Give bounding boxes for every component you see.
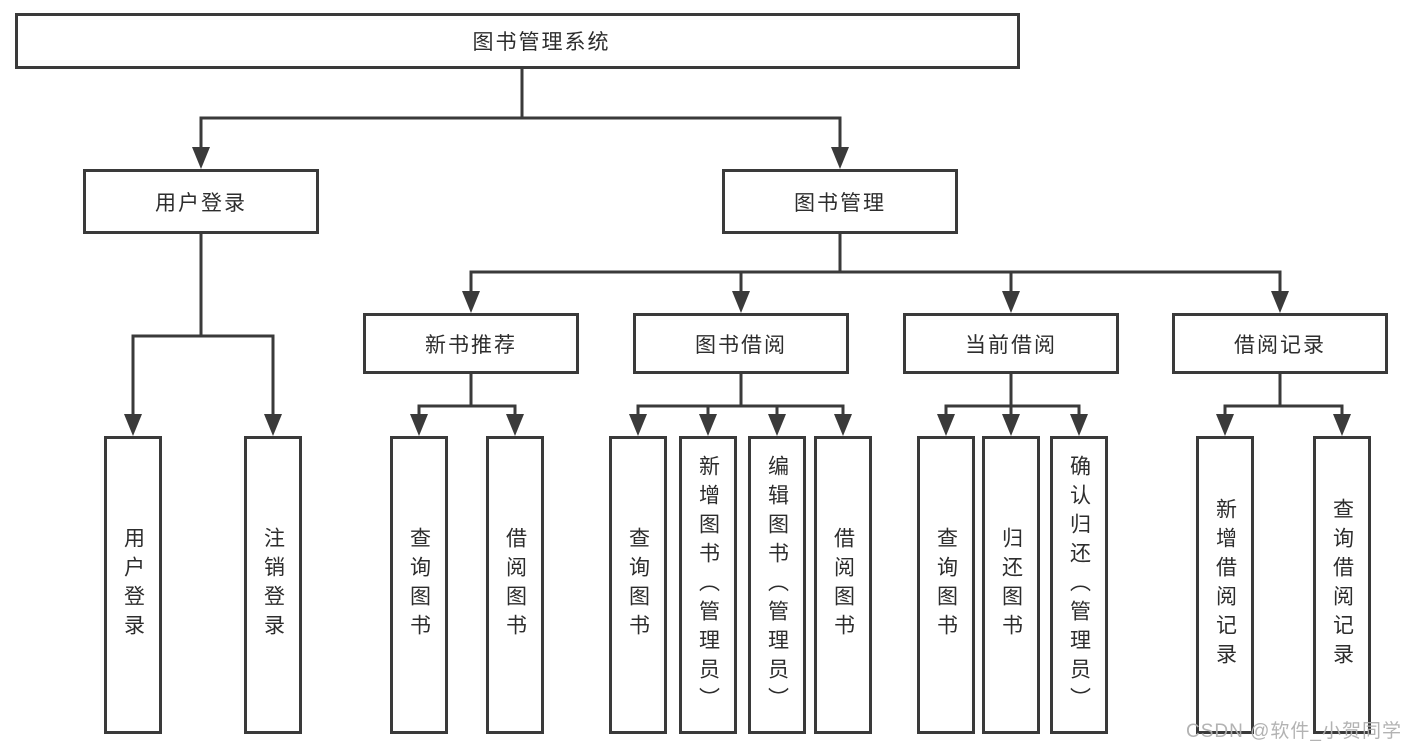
leaf-query-books-current-label: 查询图书 (934, 527, 958, 643)
leaf-add-borrow-record: 新增借阅记录 (1196, 436, 1254, 734)
node-current-borrow-label: 当前借阅 (965, 333, 1057, 357)
leaf-query-borrow-record: 查询借阅记录 (1313, 436, 1371, 734)
connector-root-rail (199, 116, 842, 148)
leaf-borrow-books-recommend-label: 借阅图书 (503, 527, 527, 643)
arrowhead-to-book-borrow (732, 291, 750, 313)
leaf-query-books-borrow: 查询图书 (609, 436, 667, 734)
arrowhead-recommend-borrow (506, 414, 524, 436)
arrowhead-current-query (937, 414, 955, 436)
leaf-edit-books-admin-label: 编辑图书（管理员） (765, 454, 789, 716)
node-book-borrow: 图书借阅 (633, 313, 849, 374)
leaf-borrow-books-label: 借阅图书 (831, 527, 855, 643)
arrowhead-records-query (1333, 414, 1351, 436)
node-user-login: 用户登录 (83, 169, 319, 234)
node-borrow-records-label: 借阅记录 (1234, 333, 1326, 357)
connector-recommend-rail (417, 404, 517, 418)
node-new-book-recommend-label: 新书推荐 (425, 333, 517, 357)
arrowhead-to-leaf-logout (264, 414, 282, 436)
arrowhead-current-confirm (1070, 414, 1088, 436)
arrowhead-to-user-login (192, 147, 210, 169)
connector-login-rail (131, 334, 275, 416)
node-borrow-records: 借阅记录 (1172, 313, 1388, 374)
leaf-add-books-admin: 新增图书（管理员） (679, 436, 737, 734)
leaf-query-books-recommend-label: 查询图书 (407, 527, 431, 643)
leaf-confirm-return-admin-label: 确认归还（管理员） (1067, 454, 1091, 716)
arrowhead-to-new-book-recommend (462, 291, 480, 313)
leaf-return-books: 归还图书 (982, 436, 1040, 734)
node-book-management: 图书管理 (722, 169, 958, 234)
leaf-confirm-return-admin: 确认归还（管理员） (1050, 436, 1108, 734)
leaf-query-borrow-record-label: 查询借阅记录 (1330, 498, 1354, 672)
node-root-system-label: 图书管理系统 (472, 31, 611, 54)
leaf-user-login: 用户登录 (104, 436, 162, 734)
arrowhead-to-borrow-records (1271, 291, 1289, 313)
arrowhead-current-return (1002, 414, 1020, 436)
leaf-logout-label: 注销登录 (261, 527, 285, 643)
arrowhead-to-book-management (831, 147, 849, 169)
leaf-query-books-borrow-label: 查询图书 (626, 527, 650, 643)
arrowhead-borrow-query (629, 414, 647, 436)
arrowhead-records-add (1216, 414, 1234, 436)
node-new-book-recommend: 新书推荐 (363, 313, 579, 374)
leaf-query-books-current: 查询图书 (917, 436, 975, 734)
leaf-borrow-books: 借阅图书 (814, 436, 872, 734)
arrowhead-recommend-query (410, 414, 428, 436)
leaf-add-books-admin-label: 新增图书（管理员） (696, 454, 720, 716)
csdn-watermark: CSDN @软件_小贺同学 (1186, 721, 1402, 742)
node-user-login-label: 用户登录 (155, 191, 247, 215)
connector-records-rail (1223, 404, 1344, 418)
arrowhead-to-current-borrow (1002, 291, 1020, 313)
leaf-query-books-recommend: 查询图书 (390, 436, 448, 734)
node-book-management-label: 图书管理 (794, 191, 886, 215)
leaf-borrow-books-recommend: 借阅图书 (486, 436, 544, 734)
arrowhead-to-leaf-user-login (124, 414, 142, 436)
node-root-system: 图书管理系统 (15, 13, 1020, 69)
arrowhead-borrow-add (699, 414, 717, 436)
leaf-add-borrow-record-label: 新增借阅记录 (1213, 498, 1237, 672)
node-current-borrow: 当前借阅 (903, 313, 1119, 374)
connector-management-rail (469, 270, 1282, 294)
leaf-user-login-label: 用户登录 (121, 527, 145, 643)
leaf-logout: 注销登录 (244, 436, 302, 734)
leaf-edit-books-admin: 编辑图书（管理员） (748, 436, 806, 734)
leaf-return-books-label: 归还图书 (999, 527, 1023, 643)
arrowhead-borrow-edit (768, 414, 786, 436)
connector-borrow-rail (636, 404, 845, 418)
node-book-borrow-label: 图书借阅 (695, 333, 787, 357)
arrowhead-borrow-borrow (834, 414, 852, 436)
